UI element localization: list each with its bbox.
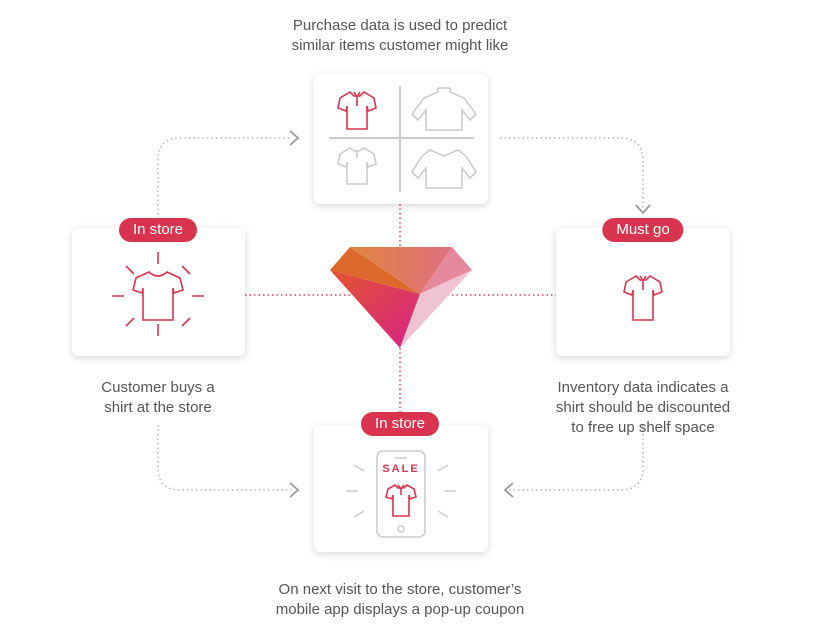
caption-line: shirt at the store: [104, 399, 212, 416]
caption-top: Purchase data is used to predict similar…: [270, 16, 530, 56]
phone-icon: [346, 450, 456, 538]
caption-line: similar items customer might like: [291, 37, 509, 54]
connector-top-to-right: [500, 137, 644, 208]
sweater-icon: [410, 87, 478, 131]
caption-bottom: On next visit to the store, customer’s m…: [240, 580, 560, 620]
badge-in-store: In store: [360, 412, 440, 436]
tshirt-icon: [337, 147, 377, 185]
sale-label: SALE: [382, 463, 420, 475]
polo-shirt-icon: [337, 90, 377, 130]
caption-right: Inventory data indicates a shirt should …: [513, 378, 773, 438]
longsleeve-icon: [410, 149, 478, 189]
polo-shirt-icon: [623, 274, 663, 321]
arrow-left-icon: [503, 482, 514, 498]
badge-must-go: Must go: [602, 218, 684, 242]
caption-left: Customer buys a shirt at the store: [28, 378, 288, 418]
arrow-right-icon: [289, 482, 300, 498]
diamond-logo: [330, 247, 472, 348]
card-prediction: [314, 74, 488, 204]
shirt-burst-icon: [112, 252, 204, 336]
caption-line: Purchase data is used to predict: [292, 17, 508, 34]
caption-line: mobile app displays a pop-up coupon: [275, 601, 525, 618]
arrow-right-icon: [289, 130, 300, 146]
shirt-grid: [329, 86, 478, 192]
connector-left-to-top: [157, 137, 292, 228]
caption-line: On next visit to the store, customer’s: [278, 581, 522, 598]
card-coupon: SALE: [314, 425, 488, 552]
caption-line: to free up shelf space: [571, 419, 715, 436]
badge-in-store: In store: [118, 218, 198, 242]
arrow-down-icon: [635, 204, 651, 215]
card-inventory: [556, 228, 730, 356]
card-purchase: [72, 228, 245, 356]
caption-line: Inventory data indicates a: [557, 379, 729, 396]
polo-shirt-icon: [385, 484, 417, 517]
caption-line: shirt should be discounted: [555, 399, 731, 416]
connector-left-to-bottom: [157, 425, 292, 491]
caption-line: Customer buys a: [101, 379, 215, 396]
